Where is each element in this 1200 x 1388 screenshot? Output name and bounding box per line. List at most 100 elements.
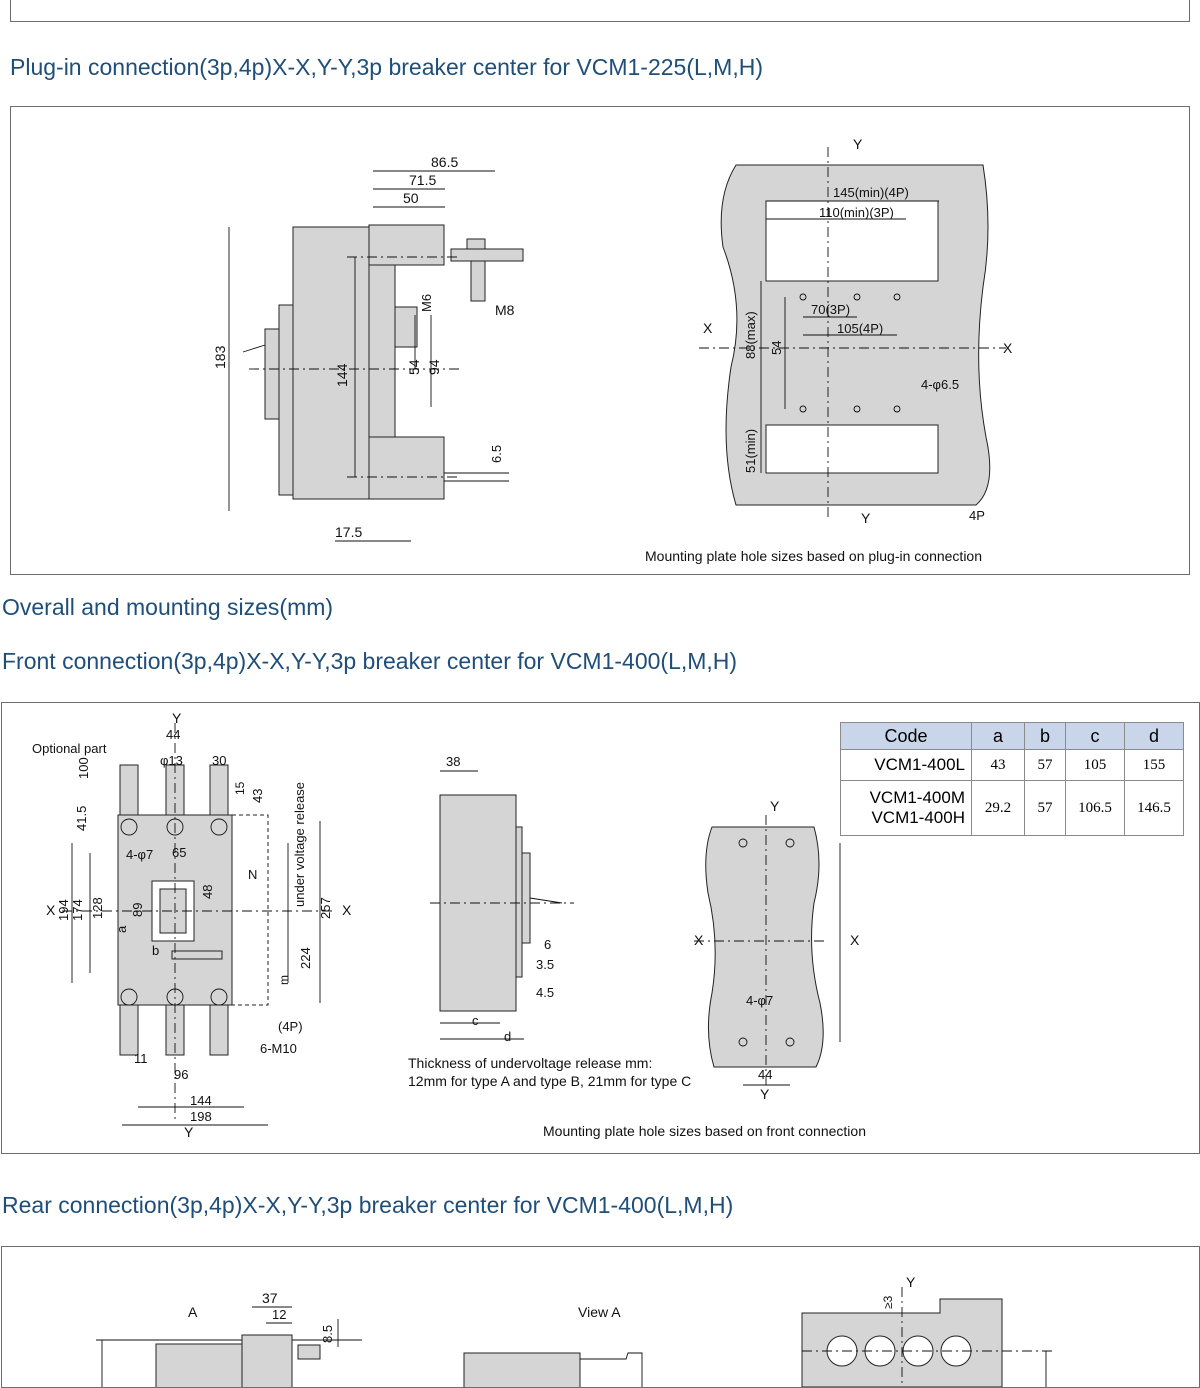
terminal-top-1 xyxy=(119,764,139,816)
svg-text:M6: M6 xyxy=(419,294,434,312)
svg-text:86.5: 86.5 xyxy=(431,154,458,170)
svg-text:X: X xyxy=(342,902,352,918)
svg-text:X: X xyxy=(694,932,704,948)
breaker-top-plug xyxy=(368,224,445,266)
svg-text:37: 37 xyxy=(262,1290,278,1306)
bolt-head xyxy=(466,238,486,250)
terminal-bottom-1 xyxy=(119,1004,139,1056)
svg-text:54: 54 xyxy=(406,359,422,375)
svg-text:under voltage release: under voltage release xyxy=(292,782,307,907)
svg-text:≥3: ≥3 xyxy=(881,1295,895,1309)
svg-text:89: 89 xyxy=(130,903,145,917)
heading-overall-sizes: Overall and mounting sizes(mm) xyxy=(2,594,334,620)
svg-text:224: 224 xyxy=(298,947,313,969)
heading-plugin-connection: Plug-in connection(3p,4p)X-X,Y-Y,3p brea… xyxy=(10,54,763,80)
svg-text:41.5: 41.5 xyxy=(74,806,89,831)
svg-text:51(min): 51(min) xyxy=(743,429,758,473)
svg-text:30: 30 xyxy=(212,753,226,768)
svg-text:Y: Y xyxy=(770,798,780,814)
svg-text:X: X xyxy=(703,320,713,336)
breaker-base xyxy=(368,264,396,438)
svg-text:12: 12 xyxy=(272,1307,286,1322)
svg-text:15: 15 xyxy=(233,781,247,795)
svg-text:38: 38 xyxy=(446,754,460,769)
bolt-shaft xyxy=(470,260,486,302)
breaker-bottom-plug xyxy=(368,436,445,500)
svg-text:6: 6 xyxy=(544,937,551,952)
svg-text:145(min)(4P): 145(min)(4P) xyxy=(833,185,909,200)
svg-text:43: 43 xyxy=(250,789,265,803)
plate-cutout-bottom xyxy=(765,424,939,474)
front-caption: Mounting plate hole sizes based on front… xyxy=(543,1123,866,1139)
terminal-top-3 xyxy=(209,764,229,816)
front-mounting-plate xyxy=(705,826,824,1068)
heading-front-connection: Front connection(3p,4p)X-X,Y-Y,3p breake… xyxy=(2,648,738,674)
table-cell-code: VCM1-400H xyxy=(871,808,965,827)
table-cell-code: VCM1-400L xyxy=(874,755,965,774)
svg-text:3.5: 3.5 xyxy=(536,957,554,972)
heading-rear-connection: Rear connection(3p,4p)X-X,Y-Y,3p breaker… xyxy=(2,1192,734,1218)
plate-cutout-top xyxy=(765,200,939,282)
spec-table: Code a b c d VCM1-400L 43 57 105 155 VCM… xyxy=(840,722,1184,836)
table-cell-c: 105 xyxy=(1065,749,1125,781)
undervoltage-note-line2: 12mm for type A and type B, 21mm for typ… xyxy=(408,1073,692,1089)
breaker-handle-block xyxy=(264,328,280,420)
svg-text:Y: Y xyxy=(853,136,863,152)
svg-text:4P: 4P xyxy=(969,508,985,523)
svg-text:174: 174 xyxy=(70,899,85,921)
breaker-side-front xyxy=(521,852,531,944)
table-cell-d: 146.5 xyxy=(1124,780,1184,836)
table-row: VCM1-400M VCM1-400H 29.2 57 106.5 146.5 xyxy=(840,780,1184,836)
table-cell-code: VCM1-400M xyxy=(869,788,965,807)
top-partial-frame xyxy=(10,0,1190,22)
svg-text:144: 144 xyxy=(190,1093,212,1108)
svg-text:Y: Y xyxy=(184,1124,194,1140)
svg-text:100: 100 xyxy=(76,757,91,779)
table-header-c: c xyxy=(1065,722,1125,750)
table-cell-b: 57 xyxy=(1024,780,1066,836)
table-cell-b: 57 xyxy=(1024,749,1066,781)
svg-text:144: 144 xyxy=(334,363,350,387)
view-a-body xyxy=(463,1352,581,1387)
svg-text:183: 183 xyxy=(212,345,228,369)
svg-text:50: 50 xyxy=(403,190,419,206)
front-drawing-frame: Optional part Y 44 φ13 30 100 15 43 41.5… xyxy=(1,702,1200,1154)
svg-text:198: 198 xyxy=(190,1109,212,1124)
rear-drawing: A 37 12 8.5 View A ≥3 Y xyxy=(96,1274,1052,1387)
terminal-bolt xyxy=(394,306,418,348)
svg-text:65: 65 xyxy=(172,845,186,860)
svg-text:Optional part: Optional part xyxy=(32,741,107,756)
table-header-code: Code xyxy=(840,722,972,750)
svg-text:194: 194 xyxy=(56,899,71,921)
svg-text:70(3P): 70(3P) xyxy=(811,302,850,317)
svg-text:View A: View A xyxy=(578,1304,621,1320)
rear-bolt xyxy=(297,1344,321,1360)
svg-text:94: 94 xyxy=(426,359,442,375)
svg-text:44: 44 xyxy=(166,727,180,742)
svg-text:44: 44 xyxy=(758,1067,772,1082)
svg-text:6.5: 6.5 xyxy=(489,445,504,463)
svg-text:Y: Y xyxy=(760,1086,770,1102)
svg-text:4-φ7: 4-φ7 xyxy=(126,847,153,862)
bus-bar-top xyxy=(450,248,524,262)
svg-text:c: c xyxy=(472,1013,479,1028)
svg-text:X: X xyxy=(1003,340,1013,356)
table-header-d: d xyxy=(1124,722,1184,750)
svg-text:(4P): (4P) xyxy=(278,1019,303,1034)
svg-text:Y: Y xyxy=(172,710,182,726)
svg-text:Y: Y xyxy=(906,1274,916,1290)
svg-text:8.5: 8.5 xyxy=(320,1325,335,1343)
table-cell-a: 43 xyxy=(971,749,1025,781)
svg-text:128: 128 xyxy=(90,897,105,919)
rear-drawing-frame: A 37 12 8.5 View A ≥3 Y xyxy=(1,1246,1200,1388)
svg-text:N: N xyxy=(248,867,257,882)
rear-breaker-body xyxy=(155,1343,243,1387)
svg-text:17.5: 17.5 xyxy=(335,524,362,540)
undervoltage-note-line1: Thickness of undervoltage release mm: xyxy=(408,1055,653,1071)
breaker-body xyxy=(292,226,370,500)
table-cell-a: 29.2 xyxy=(971,780,1025,836)
svg-text:6-M10: 6-M10 xyxy=(260,1041,297,1056)
svg-text:105(4P): 105(4P) xyxy=(837,321,883,336)
svg-text:110(min)(3P): 110(min)(3P) xyxy=(819,205,894,220)
svg-text:Y: Y xyxy=(861,510,871,526)
